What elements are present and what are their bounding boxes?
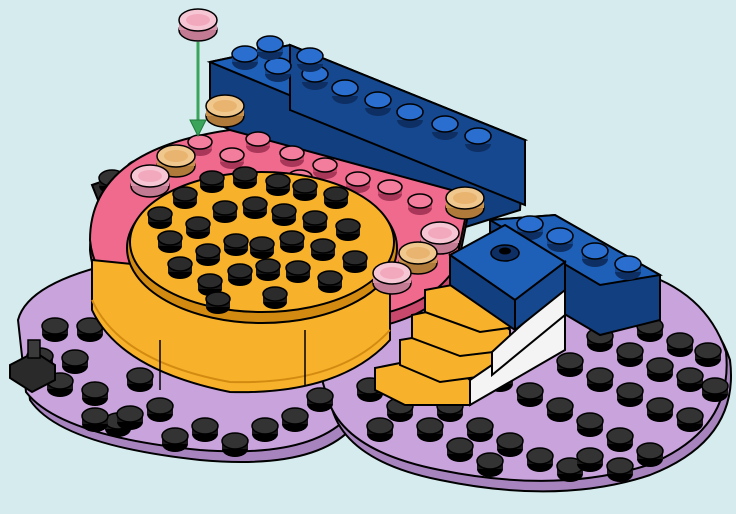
green-down-arrow [190, 42, 206, 136]
callout-tile [179, 9, 217, 41]
